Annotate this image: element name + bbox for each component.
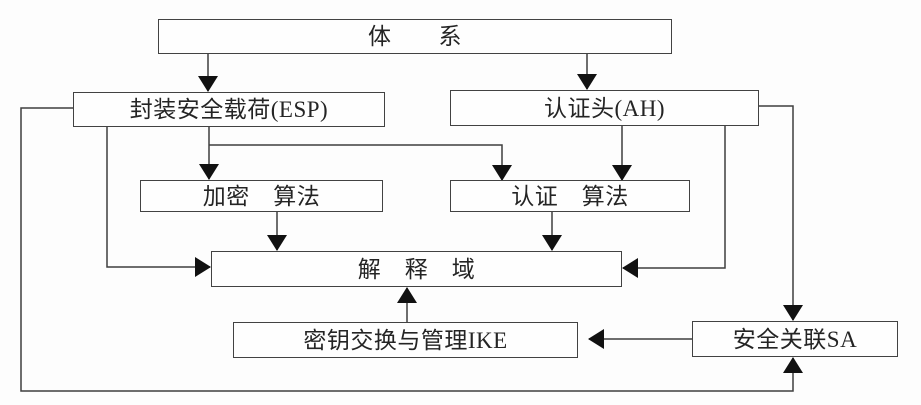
node-architecture: 体 系: [158, 19, 672, 54]
edge-esp-to-doi: [106, 127, 211, 277]
node-encryption-algorithm-label: 加密 算法: [202, 183, 321, 209]
edge-esp-to-sa: [20, 107, 803, 392]
node-authentication-algorithm: 认证 算法: [450, 180, 690, 212]
node-authentication-algorithm-label: 认证 算法: [511, 183, 629, 209]
node-ah-label: 认证头(AH): [543, 95, 666, 121]
node-sa: 安全关联SA: [692, 321, 898, 357]
node-doi-label: 解 释 域: [357, 256, 476, 282]
node-esp: 封装安全载荷(ESP): [73, 92, 385, 127]
edge-ah-to-sa: [759, 105, 803, 321]
node-doi: 解 释 域: [211, 251, 622, 287]
node-architecture-label: 体 系: [368, 24, 462, 49]
node-esp-label: 封装安全载荷(ESP): [129, 97, 329, 122]
node-encryption-algorithm: 加密 算法: [140, 180, 383, 212]
node-ike: 密钥交换与管理IKE: [233, 322, 578, 358]
node-sa-label: 安全关联SA: [732, 326, 858, 352]
node-ike-label: 密钥交换与管理IKE: [303, 327, 508, 353]
node-ah: 认证头(AH): [450, 90, 759, 126]
edge-ah-to-doi: [622, 126, 726, 278]
edge-esp-to-authentication-algorithm: [209, 144, 512, 181]
